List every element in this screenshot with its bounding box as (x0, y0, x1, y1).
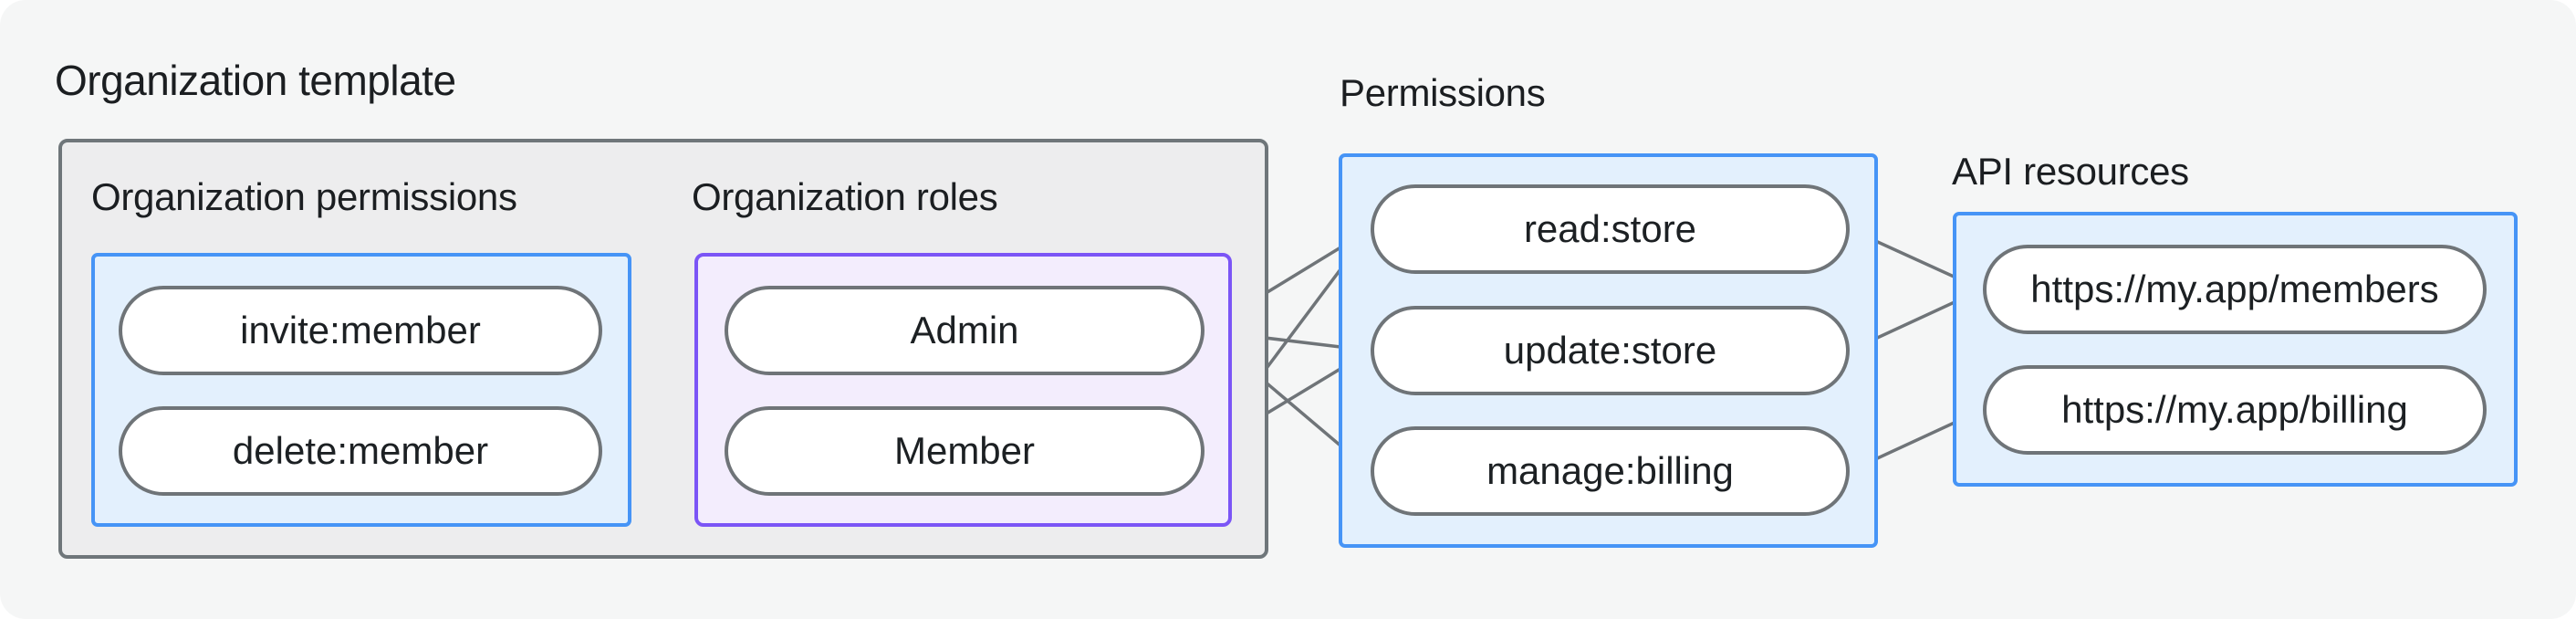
node-my-app-members: https://my.app/members (1983, 245, 2487, 334)
permissions-heading: Permissions (1340, 71, 1546, 114)
node-admin: Admin (725, 286, 1205, 375)
organization-permissions-heading: Organization permissions (91, 175, 517, 218)
node-read-store: read:store (1371, 184, 1850, 274)
node-invite-member: invite:member (119, 286, 602, 375)
api-resources-heading: API resources (1952, 150, 2189, 193)
node-manage-billing: manage:billing (1371, 426, 1850, 516)
node-my-app-billing: https://my.app/billing (1983, 365, 2487, 455)
node-member: Member (725, 406, 1205, 496)
node-delete-member: delete:member (119, 406, 602, 496)
node-update-store: update:store (1371, 306, 1850, 395)
organization-roles-heading: Organization roles (692, 175, 998, 218)
organization-template-title: Organization template (55, 57, 456, 104)
